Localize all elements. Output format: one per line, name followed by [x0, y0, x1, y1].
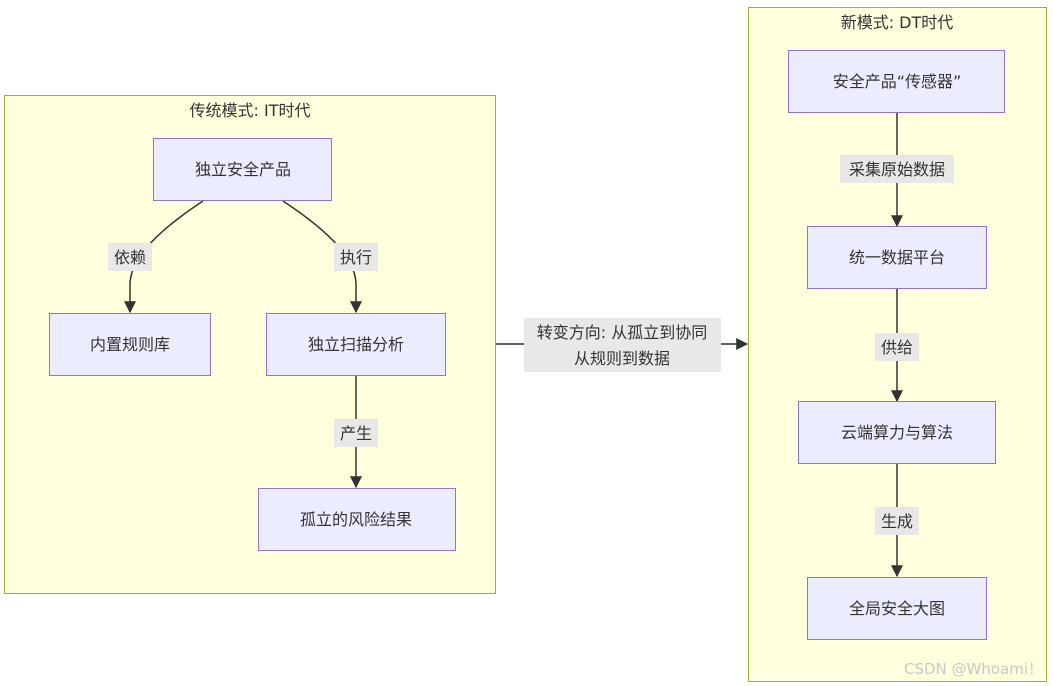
- node-isolated-result: 孤立的风险结果: [258, 488, 456, 551]
- node-independent-product-label: 独立安全产品: [195, 160, 291, 179]
- edge-label-produces-text: 产生: [340, 424, 372, 443]
- edge-label-transition-line1: 转变方向: 从孤立到协同: [537, 323, 707, 342]
- node-cloud-compute: 云端算力与算法: [798, 401, 996, 464]
- node-builtin-rules-label: 内置规则库: [90, 335, 170, 354]
- edge-label-generate: 生成: [875, 507, 919, 535]
- edge-label-generate-text: 生成: [881, 512, 913, 531]
- node-builtin-rules: 内置规则库: [49, 313, 211, 376]
- edge-label-collect: 采集原始数据: [840, 155, 954, 183]
- cluster-dt-era-title: 新模式: DT时代: [841, 13, 954, 32]
- node-isolated-result-label: 孤立的风险结果: [300, 510, 412, 529]
- edge-label-produces: 产生: [334, 419, 378, 447]
- edge-label-depends-text: 依赖: [114, 248, 146, 267]
- node-sensor-label: 安全产品“传感器”: [833, 72, 962, 91]
- node-global-view-label: 全局安全大图: [849, 599, 945, 618]
- edge-label-executes: 执行: [334, 243, 378, 271]
- edge-label-supply-text: 供给: [881, 338, 913, 357]
- edge-label-depends: 依赖: [108, 243, 152, 271]
- node-sensor: 安全产品“传感器”: [788, 50, 1005, 113]
- edge-label-executes-text: 执行: [340, 248, 372, 267]
- watermark: CSDN @Whoami！: [904, 660, 1043, 678]
- node-cloud-compute-label: 云端算力与算法: [841, 423, 953, 442]
- node-independent-product: 独立安全产品: [153, 138, 332, 201]
- node-independent-scan: 独立扫描分析: [266, 313, 446, 376]
- cluster-it-era-title: 传统模式: IT时代: [190, 101, 311, 120]
- edge-label-supply: 供给: [875, 333, 919, 361]
- node-unified-platform-label: 统一数据平台: [849, 248, 945, 267]
- edge-label-transition: 转变方向: 从孤立到协同 从规则到数据: [524, 318, 721, 372]
- node-unified-platform: 统一数据平台: [807, 226, 987, 289]
- edge-label-collect-text: 采集原始数据: [849, 160, 945, 179]
- node-independent-scan-label: 独立扫描分析: [308, 335, 404, 354]
- edge-label-transition-line2: 从规则到数据: [574, 349, 670, 368]
- node-global-view: 全局安全大图: [807, 577, 987, 640]
